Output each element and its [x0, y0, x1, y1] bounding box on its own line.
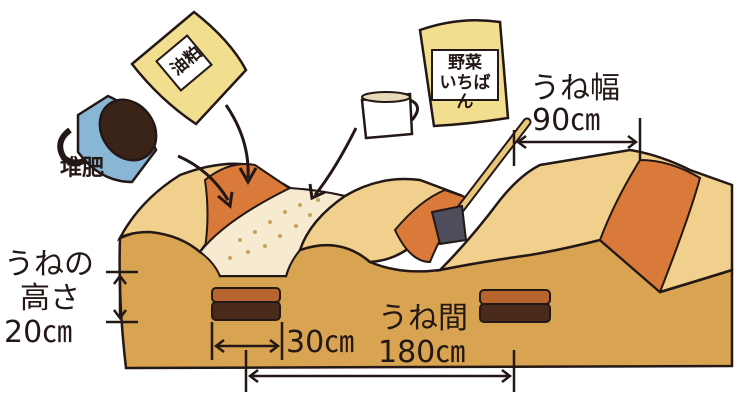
middle-section-layer [480, 290, 550, 322]
fertilizer-bag-line-2: いちばん [434, 74, 496, 113]
left-section-layer [212, 288, 280, 320]
fertilizer-bag-line-1: 野菜 [434, 54, 496, 74]
measuring-cup [362, 92, 418, 138]
ridge-width-value: 90㎝ [532, 106, 600, 136]
ridge-spacing-value: 180㎝ [378, 338, 465, 368]
compost-label: 堆肥 [60, 150, 104, 182]
ridge-spacing-label: うね間 [378, 304, 468, 334]
fertilizer-bag-label: 野菜 いちばん [434, 54, 496, 113]
ridge-height-value: 20㎝ [4, 318, 72, 348]
ridge-height-label-1: うねの [4, 250, 94, 280]
trench-width-value: 30㎝ [286, 328, 354, 358]
ridge-width-label: うね幅 [530, 74, 620, 104]
ridge-height-label-2: 高さ [20, 284, 80, 314]
